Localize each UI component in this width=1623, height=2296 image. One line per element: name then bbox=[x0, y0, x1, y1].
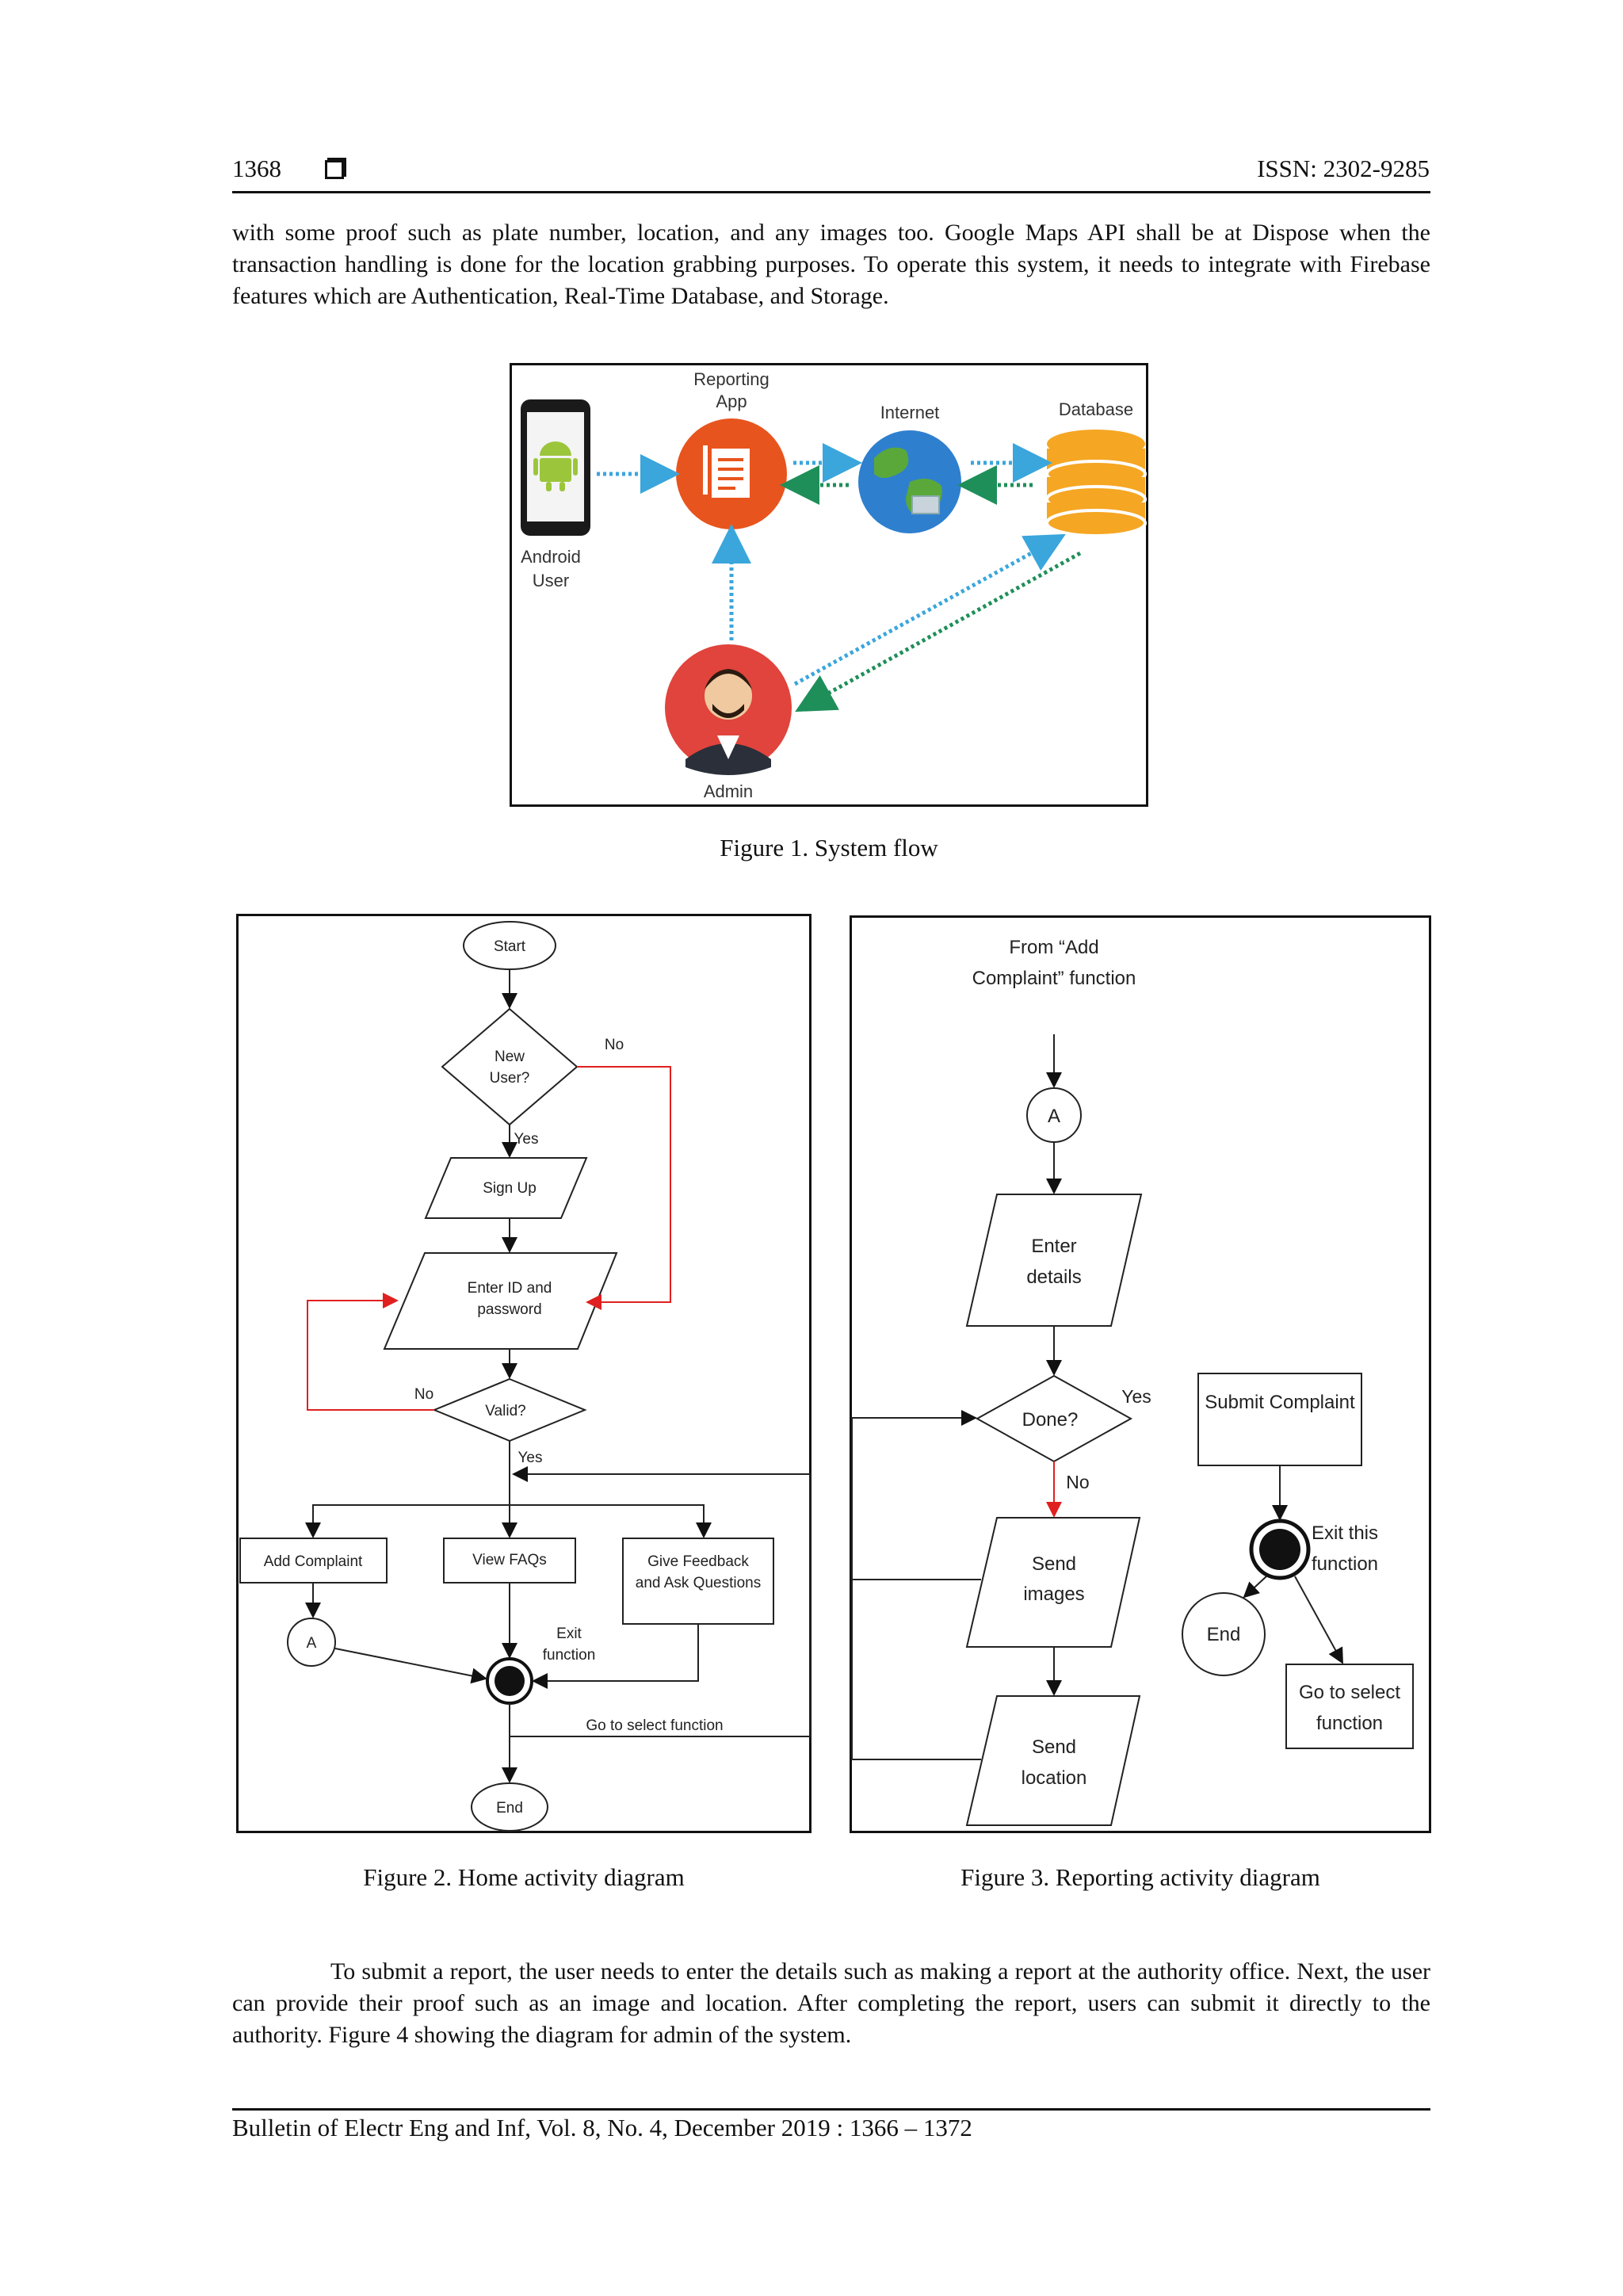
footer-text: Bulletin of Electr Eng and Inf, Vol. 8, … bbox=[232, 2114, 972, 2141]
end-label: End bbox=[496, 1800, 523, 1817]
android-label-1: Android bbox=[521, 547, 581, 567]
figure1-frame bbox=[510, 363, 1148, 807]
give-feedback-label-2: and Ask Questions bbox=[636, 1575, 761, 1591]
no-label-2: No bbox=[414, 1386, 433, 1403]
enter-id-label-1: Enter ID and bbox=[468, 1280, 552, 1297]
from-add-label-2: Complaint” function bbox=[972, 968, 1136, 989]
admin-avatar-icon bbox=[665, 644, 792, 775]
new-user-label-2: User? bbox=[490, 1070, 530, 1087]
no-label-1: No bbox=[605, 1037, 624, 1053]
send-location-label-1: Send bbox=[1032, 1736, 1076, 1758]
new-user-label-1: New bbox=[495, 1049, 525, 1065]
connector-a bbox=[287, 1618, 336, 1667]
reporting-label-1: Reporting bbox=[693, 369, 769, 389]
arrow-db-to-admin bbox=[795, 551, 1082, 712]
issn: ISSN: 2302-9285 bbox=[1257, 155, 1430, 182]
from-add-label-1: From “Add bbox=[1009, 937, 1098, 958]
view-faqs-node bbox=[443, 1538, 576, 1584]
figure1-caption: Figure 1. System flow bbox=[720, 834, 938, 861]
page-number: 1368 bbox=[232, 155, 281, 182]
figure3-caption: Figure 3. Reporting activity diagram bbox=[960, 1863, 1320, 1891]
start-label: Start bbox=[494, 938, 526, 955]
android-label-2: User bbox=[533, 571, 569, 590]
no-label: No bbox=[1066, 1472, 1089, 1492]
submit-complaint-node bbox=[1197, 1373, 1362, 1466]
send-images-label-1: Send bbox=[1032, 1553, 1076, 1575]
give-feedback-label-1: Give Feedback bbox=[647, 1553, 749, 1570]
send-images-node bbox=[965, 1517, 1141, 1648]
header-rule bbox=[232, 191, 1430, 193]
square-bullet-icon bbox=[325, 160, 344, 179]
figure3-reporting-activity: From “Add Complaint” function A Enter de… bbox=[850, 915, 1431, 1833]
yes-label: Yes bbox=[1121, 1386, 1151, 1407]
enter-id-node bbox=[383, 1252, 618, 1350]
paragraph-top: with some proof such as plate number, lo… bbox=[232, 220, 1430, 309]
enter-id-label-2: password bbox=[477, 1301, 541, 1318]
send-location-label-2: location bbox=[1022, 1767, 1087, 1789]
valid-label: Valid? bbox=[485, 1403, 525, 1419]
sign-up-node bbox=[424, 1157, 588, 1219]
done-label: Done? bbox=[1022, 1409, 1079, 1431]
connector-a-label: A bbox=[1048, 1106, 1060, 1127]
enter-details-label-2: details bbox=[1026, 1266, 1081, 1288]
android-phone-icon bbox=[521, 399, 590, 536]
yes-label-2: Yes bbox=[518, 1450, 543, 1466]
figure1-system-flow: Android User Reporting App Internet Data… bbox=[510, 363, 1148, 807]
reporting-app-icon bbox=[676, 418, 787, 529]
send-images-label-2: images bbox=[1023, 1584, 1084, 1605]
arrow-admin-to-db bbox=[793, 533, 1066, 686]
figure2-home-activity: Start New User? No Yes Sign Up Enter ID … bbox=[236, 914, 812, 1833]
enter-details-label-1: Enter bbox=[1031, 1236, 1076, 1257]
exit-this-label-1: Exit this bbox=[1312, 1522, 1378, 1544]
view-faqs-label: View FAQs bbox=[472, 1552, 547, 1568]
send-location-node bbox=[965, 1695, 1141, 1826]
end-node bbox=[471, 1782, 548, 1832]
sign-up-label: Sign Up bbox=[483, 1180, 537, 1197]
internet-globe-icon bbox=[858, 430, 961, 533]
go-to-select-node bbox=[1285, 1664, 1414, 1749]
paragraph-bottom: To submit a report, the user needs to en… bbox=[232, 1958, 1430, 2048]
connector-a-label: A bbox=[307, 1635, 317, 1652]
reporting-label-2: App bbox=[716, 392, 747, 411]
exit-function-label-1: Exit bbox=[556, 1626, 582, 1642]
yes-label-1: Yes bbox=[514, 1131, 539, 1148]
database-label: Database bbox=[1059, 399, 1133, 419]
enter-details-node bbox=[965, 1194, 1143, 1327]
end-node bbox=[1182, 1592, 1266, 1676]
go-to-select-label: Go to select function bbox=[586, 1717, 723, 1734]
exit-function-label-2: function bbox=[543, 1647, 596, 1664]
end-label: End bbox=[1207, 1624, 1241, 1645]
database-icon bbox=[1045, 430, 1147, 537]
go-to-select-label-2: function bbox=[1316, 1713, 1383, 1734]
add-complaint-label: Add Complaint bbox=[264, 1553, 363, 1570]
figure2-caption: Figure 2. Home activity diagram bbox=[363, 1863, 685, 1891]
add-complaint-node bbox=[239, 1538, 388, 1584]
internet-label: Internet bbox=[880, 403, 940, 422]
exit-this-label-2: function bbox=[1312, 1553, 1378, 1575]
footer-rule bbox=[232, 2108, 1430, 2111]
admin-label: Admin bbox=[704, 781, 753, 801]
give-feedback-node bbox=[622, 1538, 774, 1625]
go-to-select-label-1: Go to select bbox=[1299, 1682, 1400, 1703]
submit-complaint-label: Submit Complaint bbox=[1205, 1392, 1355, 1413]
